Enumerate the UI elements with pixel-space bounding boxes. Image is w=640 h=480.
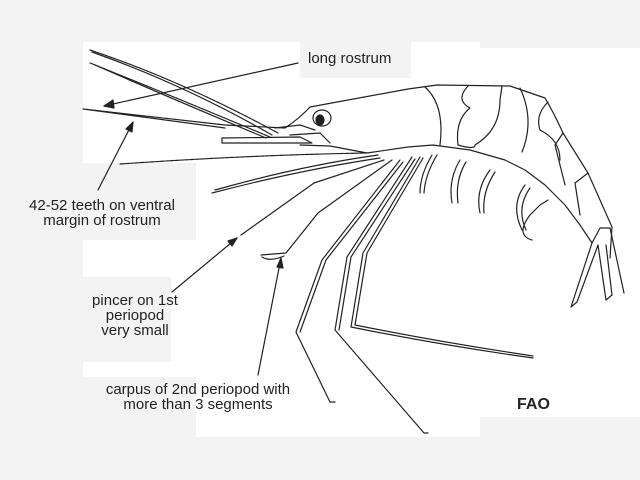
label-pincer: pincer on 1st periopod very small bbox=[80, 293, 190, 338]
flagellum bbox=[119, 152, 368, 165]
antenna-lower-2 bbox=[94, 64, 267, 139]
leg-5 bbox=[334, 156, 429, 434]
rostrum bbox=[82, 108, 286, 129]
eye bbox=[312, 109, 332, 127]
label-line: margin of rostrum bbox=[43, 212, 161, 229]
background-panels bbox=[83, 42, 640, 437]
label-line: periopod bbox=[105, 307, 165, 324]
label-carpus: carpus of 2nd periopod with more than 3 … bbox=[80, 382, 316, 412]
arrow-carpus bbox=[257, 257, 284, 376]
leg-4 bbox=[295, 159, 404, 403]
label-line: more than 3 segments bbox=[123, 396, 273, 413]
arrow-long-rostrum bbox=[103, 62, 299, 109]
credit-fao: FAO bbox=[517, 396, 550, 413]
leg-2 bbox=[240, 159, 385, 236]
label-line: 42-52 teeth on ventral bbox=[29, 197, 175, 214]
scaphocerite bbox=[221, 136, 313, 144]
leg-3-pincer bbox=[260, 159, 393, 260]
segments bbox=[424, 85, 589, 216]
label-line: pincer on 1st bbox=[92, 292, 178, 309]
arrow-pincer bbox=[171, 237, 238, 293]
leg-1 bbox=[211, 154, 381, 194]
body-ventral bbox=[299, 144, 593, 244]
label-line: very small bbox=[101, 322, 169, 339]
label-long-rostrum: long rostrum bbox=[308, 50, 392, 67]
antenna-upper-2 bbox=[91, 51, 273, 136]
label-teeth: 42-52 teeth on ventral margin of rostrum bbox=[4, 198, 200, 228]
body-dorsal bbox=[284, 84, 613, 259]
tail-fan bbox=[570, 227, 625, 308]
pleopods bbox=[419, 154, 549, 241]
label-line: carpus of 2nd periopod with bbox=[105, 381, 291, 398]
antenna-upper bbox=[89, 49, 279, 134]
arrow-teeth bbox=[97, 121, 134, 191]
leg-6 bbox=[350, 156, 534, 359]
